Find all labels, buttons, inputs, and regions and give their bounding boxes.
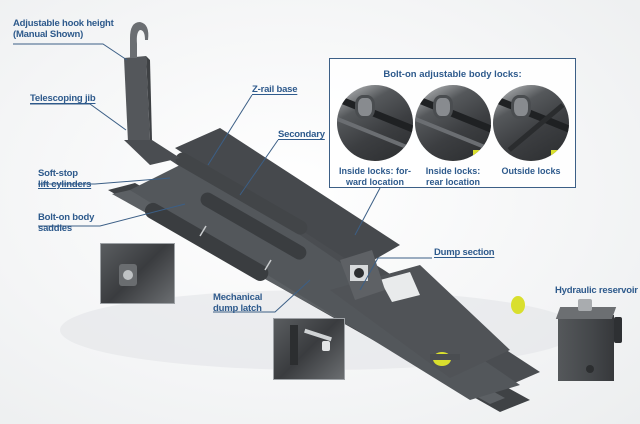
body-locks-panel: Bolt-on adjustable body locks: Inside lo… <box>329 58 576 188</box>
dump-latch-detail-image <box>273 318 345 380</box>
dump-latch-line2: dump latch <box>213 303 262 314</box>
inside-forward-lock-image <box>337 85 413 161</box>
body-saddles-line1: Bolt-on body <box>38 212 95 223</box>
lock-option-inside-forward: Inside locks: for- ward location <box>336 85 414 188</box>
lock-caption: Inside locks: rear location <box>414 166 492 188</box>
body-locks-title: Bolt-on adjustable body locks: <box>383 69 522 80</box>
lock-caption-line1: Inside locks: for- <box>338 166 411 176</box>
body-saddles-line2: saddles <box>38 223 72 234</box>
inside-rear-lock-image <box>415 85 491 161</box>
lock-caption: Inside locks: for- ward location <box>336 166 414 188</box>
telescoping-jib-arm <box>124 22 180 165</box>
lock-caption: Outside locks <box>492 166 570 177</box>
soft-stop-label: Soft-stop lift cylinders <box>38 168 91 190</box>
main-frame <box>108 128 540 412</box>
body-saddles-label: Bolt-on body saddles <box>38 212 94 234</box>
dump-section-label: Dump section <box>434 247 495 258</box>
hook-height-line2: (Manual Shown) <box>13 29 84 40</box>
z-rail-base-label: Z-rail base <box>252 84 298 95</box>
lock-caption-line1: Outside locks <box>501 166 561 176</box>
telescoping-jib-label: Telescoping jib <box>30 93 96 104</box>
lock-option-outside: Outside locks <box>492 85 570 177</box>
lock-caption-line2: ward location <box>345 177 404 187</box>
body-saddle-detail-image <box>100 243 175 304</box>
dump-latch-line1: Mechanical <box>213 292 263 303</box>
hook-height-label: Adjustable hook height (Manual Shown) <box>13 18 114 40</box>
secondary-label: Secondary <box>278 129 325 140</box>
lock-caption-line2: rear location <box>425 177 481 187</box>
outside-lock-image <box>493 85 569 161</box>
hook-height-line1: Adjustable hook height <box>13 18 114 29</box>
hydraulic-reservoir-label: Hydraulic reservoir <box>555 285 638 296</box>
lock-caption-line1: Inside locks: <box>425 166 481 176</box>
soft-stop-line1: Soft-stop <box>38 168 78 179</box>
dump-latch-label: Mechanical dump latch <box>213 292 262 314</box>
hydraulic-reservoir-image <box>548 297 634 383</box>
soft-stop-line2: lift cylinders <box>38 179 92 190</box>
lock-option-inside-rear: Inside locks: rear location <box>414 85 492 188</box>
